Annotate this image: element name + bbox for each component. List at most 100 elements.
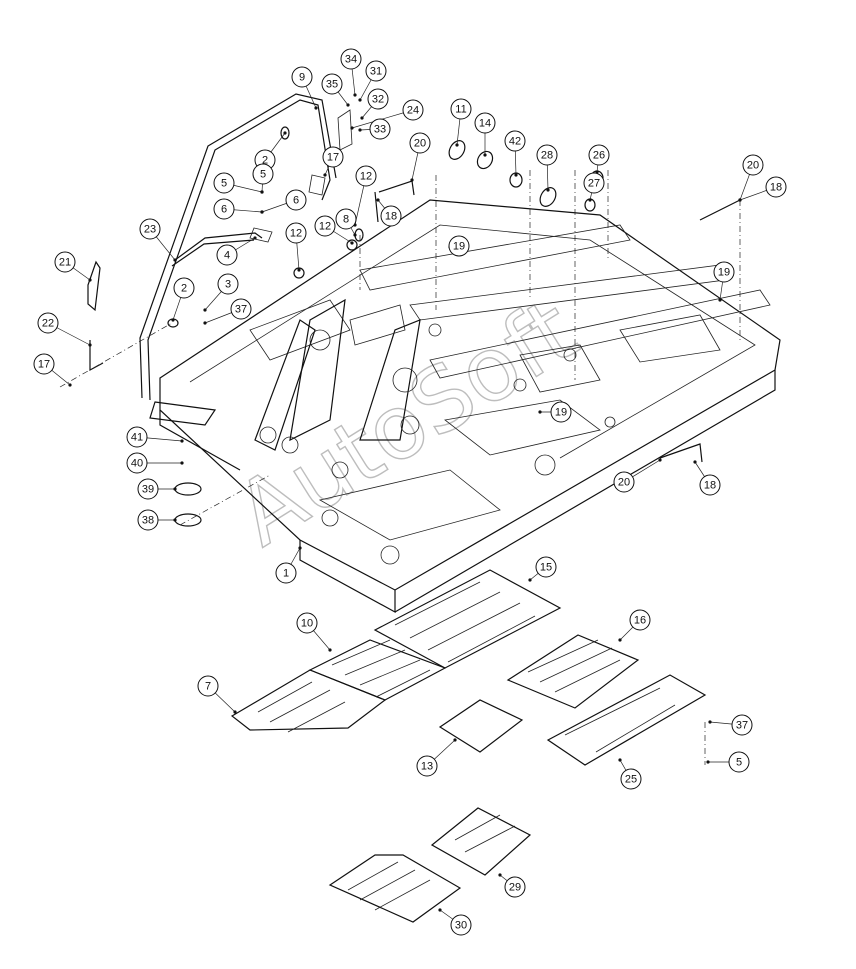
hand-rail [139,93,337,401]
part-callout: 10 [296,612,318,634]
leader-dot [618,638,622,642]
callout-circle [54,251,76,273]
leader-dot [283,131,287,135]
callout-number: 41 [131,432,143,444]
leader-dot [708,720,712,724]
part-callout: 13 [416,755,438,777]
part-callout: 17 [33,353,55,375]
part-callout: 18 [380,205,402,227]
part-callout: 19 [448,235,470,257]
callout-circle [285,189,307,211]
mirror-assembly [87,109,353,372]
callout-number: 18 [385,211,397,223]
part-callout: 39 [137,478,159,500]
callout-circle [139,218,161,240]
callout-circle [230,298,252,320]
part-callout: 14 [474,112,496,134]
callout-number: 9 [299,72,305,84]
callout-circle [535,556,557,578]
leader-dot [718,298,722,302]
leader-dot [738,198,742,202]
callout-circle [583,172,605,194]
leader-dot [350,241,354,245]
callout-circle [335,208,357,230]
part-callout: 5 [252,163,274,185]
callout-number: 7 [205,681,211,693]
part-callout: 18 [699,474,721,496]
part-callout: 35 [321,73,343,95]
callout-number: 20 [414,138,426,150]
leader-dot [323,173,327,177]
leader-dot [528,578,532,582]
part-callout: 40 [126,452,148,474]
leader-dot [693,460,697,464]
leader-dot [358,128,362,132]
leader-dot [538,410,542,414]
leader-dot [88,343,92,347]
callout-circle [402,99,424,121]
part-callout: 1 [275,562,297,584]
callout-circle [213,198,235,220]
part-callout: 12 [314,215,336,237]
callout-circle [275,562,297,584]
callout-number: 19 [453,241,465,253]
leader-dot [88,278,92,282]
leader-dot [588,198,592,202]
callout-number: 25 [625,774,637,786]
callout-circle [322,146,344,168]
leader-dot [358,98,362,102]
callout-circle [365,60,387,82]
leader-dot [314,106,318,110]
part-callout: 29 [504,876,526,898]
part-callout: 5 [213,172,235,194]
callout-circle [629,609,651,631]
part-callout: 37 [731,714,753,736]
callout-number: 18 [770,182,782,194]
part-callout: 32 [367,88,389,110]
part-callout: 16 [629,609,651,631]
callout-circle [713,261,735,283]
callout-circle [37,312,59,334]
callout-number: 3 [225,279,231,291]
callout-circle [504,876,526,898]
callout-circle [33,353,55,375]
callout-number: 19 [555,407,567,419]
leader-dot [260,210,264,214]
callout-circle [197,675,219,697]
callout-circle [137,478,159,500]
callout-number: 6 [293,195,299,207]
part-callout: 17 [322,146,344,168]
callout-circle [137,509,159,531]
callout-circle [285,222,307,244]
part-callout: 20 [742,154,764,176]
callout-circle [450,98,472,120]
callout-circle [742,154,764,176]
part-callout: 24 [402,99,424,121]
callout-number: 2 [181,283,187,295]
callout-number: 5 [736,757,742,769]
leader-dot [353,93,357,97]
callout-number: 17 [38,359,50,371]
callout-circle [173,277,195,299]
part-callout: 19 [550,401,572,423]
part-callout: 11 [450,98,472,120]
leader-dot [453,738,457,742]
leader-dot [546,188,550,192]
callout-number: 40 [131,458,143,470]
leader-dot [410,178,414,182]
callout-number: 38 [142,515,154,527]
callout-number: 20 [618,477,630,489]
callout-number: 5 [221,178,227,190]
part-callout: 26 [588,144,610,166]
callout-circle [450,914,472,936]
leader-dot [260,190,264,194]
callout-number: 10 [301,618,313,630]
callout-number: 4 [224,250,230,262]
callout-circle [409,132,431,154]
callout-circle [355,165,377,187]
part-callout: 27 [583,172,605,194]
callout-number: 29 [509,882,521,894]
